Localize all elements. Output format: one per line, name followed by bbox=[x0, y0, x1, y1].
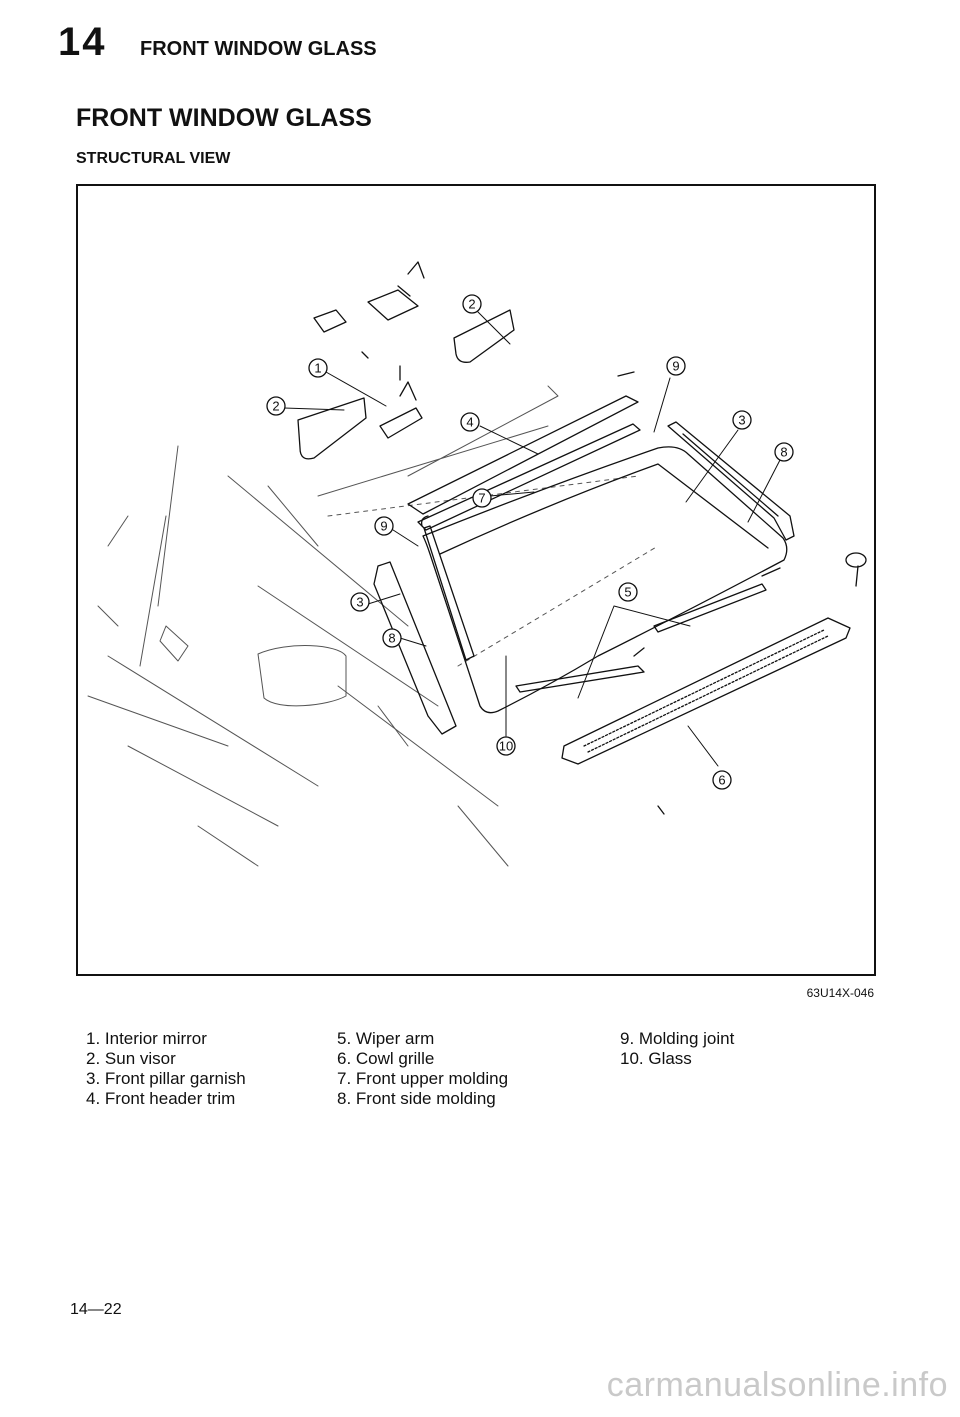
svg-text:3: 3 bbox=[738, 413, 745, 428]
legend-column-1: 1. Interior mirror 2. Sun visor 3. Front… bbox=[86, 1029, 246, 1109]
svg-text:4: 4 bbox=[466, 415, 473, 430]
callout-8a: 8 bbox=[774, 442, 794, 462]
svg-text:5: 5 bbox=[624, 585, 631, 600]
svg-text:6: 6 bbox=[718, 773, 725, 788]
callout-9b: 9 bbox=[374, 516, 394, 536]
exploded-diagram: 1 2 2 3 3 4 5 6 7 8 8 9 9 10 bbox=[87, 261, 867, 867]
legend-item: 5. Wiper arm bbox=[337, 1029, 435, 1048]
legend-item: 10. Glass bbox=[620, 1049, 692, 1068]
callout-5: 5 bbox=[618, 582, 638, 602]
legend-item: 8. Front side molding bbox=[337, 1089, 496, 1108]
legend-item: 1. Interior mirror bbox=[86, 1029, 207, 1048]
callout-10: 10 bbox=[496, 736, 516, 756]
svg-text:8: 8 bbox=[388, 631, 395, 646]
wiper-arm-upper bbox=[653, 583, 767, 633]
svg-text:9: 9 bbox=[672, 359, 679, 374]
pillar-garnish bbox=[373, 561, 457, 735]
legend-item: 6. Cowl grille bbox=[337, 1049, 435, 1068]
windshield-glass bbox=[422, 446, 788, 714]
page-title: FRONT WINDOW GLASS bbox=[76, 104, 372, 132]
svg-text:10: 10 bbox=[499, 739, 513, 754]
callout-8b: 8 bbox=[382, 628, 402, 648]
section-number: 14 bbox=[58, 20, 107, 64]
svg-text:9: 9 bbox=[380, 519, 387, 534]
callout-3a: 3 bbox=[732, 410, 752, 430]
svg-text:1: 1 bbox=[314, 361, 321, 376]
sun-visor-left bbox=[297, 397, 367, 460]
front-upper-molding bbox=[417, 423, 641, 531]
callout-1: 1 bbox=[308, 358, 328, 378]
figure-code: 63U14X-046 bbox=[806, 986, 874, 1000]
legend-column-3: 9. Molding joint 10. Glass bbox=[620, 1029, 734, 1069]
interior-mirror bbox=[379, 381, 423, 439]
legend-item: 7. Front upper molding bbox=[337, 1069, 509, 1088]
overhead-console bbox=[313, 289, 419, 333]
page-number: 14—22 bbox=[70, 1301, 122, 1318]
structural-view-figure: 1 2 2 3 3 4 5 6 7 8 8 9 9 10 bbox=[76, 184, 876, 976]
section-title: FRONT WINDOW GLASS bbox=[140, 38, 377, 60]
watermark: carmanualsonline.info bbox=[606, 1366, 948, 1404]
wiper-arm-lower bbox=[515, 665, 645, 693]
legend-item: 3. Front pillar garnish bbox=[86, 1069, 246, 1088]
svg-text:8: 8 bbox=[780, 445, 787, 460]
callout-2b: 2 bbox=[266, 396, 286, 416]
svg-text:2: 2 bbox=[468, 297, 475, 312]
sun-visor-right bbox=[453, 309, 515, 363]
right-side-molding bbox=[667, 421, 795, 541]
callout-7: 7 bbox=[472, 488, 492, 508]
front-header-trim bbox=[407, 395, 639, 515]
legend-item: 9. Molding joint bbox=[620, 1029, 735, 1048]
callout-3b: 3 bbox=[350, 592, 370, 612]
car-body-outline bbox=[87, 385, 659, 867]
cowl-grille bbox=[561, 617, 851, 765]
legend-column-2: 5. Wiper arm 6. Cowl grille 7. Front upp… bbox=[337, 1029, 508, 1109]
svg-text:3: 3 bbox=[356, 595, 363, 610]
svg-text:2: 2 bbox=[272, 399, 279, 414]
callout-6: 6 bbox=[712, 770, 732, 790]
callout-4: 4 bbox=[460, 412, 480, 432]
svg-text:7: 7 bbox=[478, 491, 485, 506]
legend-item: 4. Front header trim bbox=[86, 1089, 236, 1108]
legend-item: 2. Sun visor bbox=[86, 1049, 176, 1068]
callout-2a: 2 bbox=[462, 294, 482, 314]
sub-title: STRUCTURAL VIEW bbox=[76, 150, 231, 167]
callout-9a: 9 bbox=[666, 356, 686, 376]
